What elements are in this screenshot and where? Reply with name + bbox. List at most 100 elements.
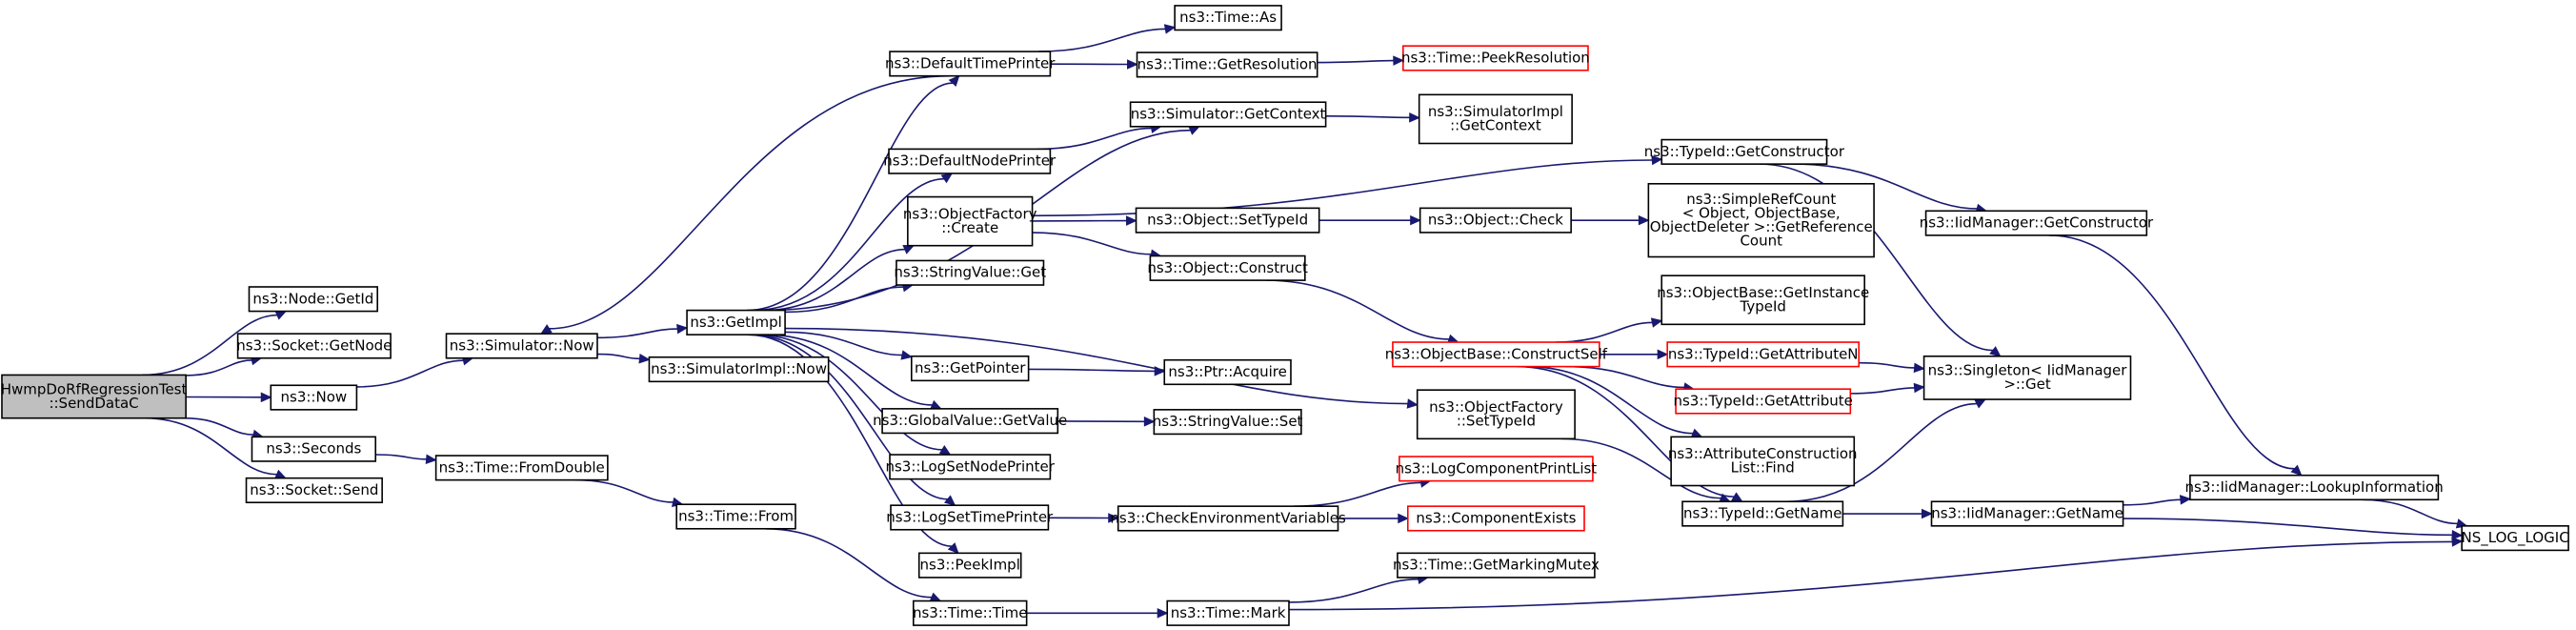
node-default-time-printer[interactable]: ns3::DefaultTimePrinter — [885, 51, 1056, 77]
edge-default-time-printer-to-time-as — [1038, 24, 1177, 52]
edge-get-impl-to-peek-impl — [747, 334, 959, 555]
node-singleton-get[interactable]: ns3::Singleton< IidManager >::Get — [1922, 355, 2132, 400]
node-box — [1647, 182, 1875, 258]
node-type-id-get-attribute-n[interactable]: ns3::TypeId::GetAttributeN — [1666, 341, 1861, 368]
node-box — [907, 195, 1034, 247]
arrow-head-icon — [1393, 55, 1405, 66]
node-box — [686, 309, 786, 335]
node-string-value-set[interactable]: ns3::StringValue::Set — [1153, 409, 1303, 436]
node-label: ns3::Seconds — [266, 440, 361, 457]
node-seconds[interactable]: ns3::Seconds — [251, 436, 377, 462]
edge-line — [2123, 498, 2181, 506]
node-node-get-id[interactable]: ns3::Node::GetId — [248, 286, 378, 313]
edge-line — [1028, 368, 1156, 373]
node-time-peek-resolution[interactable]: ns3::Time::PeekResolution — [1401, 45, 1590, 71]
node-type-id-get-attribute[interactable]: ns3::TypeId::GetAttribute — [1673, 388, 1853, 415]
node-sim-impl-get-context[interactable]: ns3::SimulatorImpl::GetContext — [1418, 93, 1573, 145]
node-log-set-node-printer[interactable]: ns3::LogSetNodePrinter — [885, 454, 1056, 480]
edge-check-env-vars-to-log-component-print-list — [1294, 478, 1432, 507]
node-now[interactable]: ns3::Now — [270, 384, 358, 411]
node-time-from-double[interactable]: ns3::Time::FromDouble — [434, 455, 609, 481]
edge-iid-manager-get-constructor-to-iid-manager-lookup-information — [2048, 234, 2303, 477]
node-time-get-marking-mutex[interactable]: ns3::Time::GetMarkingMutex — [1393, 552, 1600, 579]
node-time-from[interactable]: ns3::Time::From — [675, 503, 796, 530]
node-log-component-print-list[interactable]: ns3::LogComponentPrintList — [1396, 456, 1598, 482]
edge-get-impl-to-object-factory-set-type-id — [785, 327, 1419, 409]
node-label: ns3::LogSetNodePrinter — [885, 457, 1055, 475]
arrow-head-icon — [1651, 154, 1663, 166]
node-object-construct[interactable]: ns3::Object::Construct — [1147, 254, 1308, 281]
node-string-value-get[interactable]: ns3::StringValue::Get — [894, 259, 1046, 286]
node-iid-manager-get-constructor[interactable]: ns3::IidManager::GetConstructor — [1920, 210, 2154, 236]
node-label: ns3::ObjectBase::GetInstance — [1657, 284, 1869, 301]
arrow-head-icon — [1731, 492, 1743, 502]
node-box — [2461, 525, 2569, 552]
edge-line — [785, 331, 902, 356]
node-label: ns3::Simulator::GetContext — [1131, 106, 1326, 123]
node-iid-manager-lookup-information[interactable]: ns3::IidManager::LookupInformation — [2185, 474, 2444, 501]
node-simulator-now[interactable]: ns3::Simulator::Now — [445, 333, 598, 359]
edge-line — [765, 527, 932, 599]
node-label: ns3::Time::Time — [913, 604, 1028, 621]
node-box — [1924, 210, 2148, 236]
node-ns-log-logic[interactable]: NS_LOG_LOGIC — [2461, 525, 2569, 552]
node-simulator-get-context[interactable]: ns3::Simulator::GetContext — [1129, 101, 1327, 128]
edge-simulator-get-context-to-sim-impl-get-context — [1325, 112, 1420, 123]
node-default-node-printer[interactable]: ns3::DefaultNodePrinter — [883, 148, 1057, 174]
edge-line — [747, 334, 952, 547]
edge-get-impl-to-global-value-get-value — [764, 334, 942, 410]
node-box — [675, 503, 796, 530]
arrow-head-icon — [1126, 215, 1137, 226]
edge-line — [144, 417, 277, 476]
edge-line — [142, 314, 277, 376]
node-ptr-acquire[interactable]: ns3::Ptr::Acquire — [1163, 358, 1292, 386]
node-object-factory-set-type-id[interactable]: ns3::ObjectFactory::SetTypeId — [1416, 389, 1576, 440]
node-label: ns3::Object::Construct — [1147, 259, 1308, 276]
node-label: ns3::Time::GetResolution — [1137, 55, 1318, 72]
node-box — [1, 374, 187, 419]
node-socket-get-node[interactable]: ns3::Socket::GetNode — [236, 333, 392, 359]
node-iid-manager-get-name[interactable]: ns3::IidManager::GetName — [1930, 500, 2124, 527]
edge-object-base-construct-self-to-object-base-get-instance-type-id — [1556, 317, 1663, 343]
node-time-time[interactable]: ns3::Time::Time — [913, 600, 1028, 626]
arrow-head-icon — [1974, 398, 1987, 409]
node-label: ns3::AttributeConstruction — [1668, 445, 1858, 462]
node-get-pointer[interactable]: ns3::GetPointer — [910, 355, 1030, 382]
node-label: ::GetContext — [1450, 117, 1541, 134]
node-time-as[interactable]: ns3::Time::As — [1174, 5, 1282, 31]
node-root[interactable]: HwmpDoRfRegressionTest::SendDataC — [1, 374, 188, 419]
node-box — [245, 477, 383, 504]
node-time-get-resolution[interactable]: ns3::Time::GetResolution — [1136, 51, 1318, 78]
node-label: ns3::ComponentExists — [1416, 509, 1576, 526]
node-object-factory-create[interactable]: ns3::ObjectFactory::Create — [903, 195, 1037, 247]
node-label: ns3::StringValue::Set — [1153, 413, 1303, 430]
edge-line — [1288, 578, 1419, 603]
node-global-value-get-value[interactable]: ns3::GlobalValue::GetValue — [873, 408, 1067, 435]
node-simple-ref-count[interactable]: ns3::SimpleRefCount< Object, ObjectBase,… — [1647, 182, 1875, 258]
node-label: HwmpDoRfRegressionTest — [1, 380, 188, 397]
node-type-id-get-name[interactable]: ns3::TypeId::GetName — [1681, 500, 1844, 527]
node-peek-impl[interactable]: ns3::PeekImpl — [917, 552, 1022, 579]
node-check-env-vars[interactable]: ns3::CheckEnvironmentVariables — [1110, 505, 1346, 532]
node-label: ns3::SimulatorImpl — [1428, 103, 1563, 120]
node-label: ns3::PeekImpl — [920, 557, 1020, 574]
node-type-id-get-constructor[interactable]: ns3::TypeId::GetConstructor — [1644, 138, 1845, 165]
node-object-base-construct-self[interactable]: ns3::ObjectBase::ConstructSelf — [1385, 341, 1608, 368]
node-sim-impl-now[interactable]: ns3::SimulatorImpl::Now — [648, 356, 830, 383]
node-socket-send[interactable]: ns3::Socket::Send — [245, 477, 383, 504]
node-get-impl[interactable]: ns3::GetImpl — [686, 309, 786, 335]
node-label: ns3::SimulatorImpl::Now — [651, 360, 827, 377]
node-label: ns3::Object::Check — [1428, 212, 1563, 229]
node-object-check[interactable]: ns3::Object::Check — [1419, 207, 1572, 234]
arrow-head-icon — [1638, 214, 1650, 226]
node-component-exists[interactable]: ns3::ComponentExists — [1406, 505, 1585, 532]
arrow-head-icon — [540, 324, 553, 335]
node-log-set-time-printer[interactable]: ns3::LogSetTimePrinter — [886, 504, 1054, 531]
node-box — [2189, 474, 2440, 501]
edge-line — [1325, 114, 1410, 119]
edge-line — [1516, 365, 1735, 498]
node-object-set-type-id[interactable]: ns3::Object::SetTypeId — [1135, 207, 1320, 234]
node-time-mark[interactable]: ns3::Time::Mark — [1166, 600, 1290, 626]
